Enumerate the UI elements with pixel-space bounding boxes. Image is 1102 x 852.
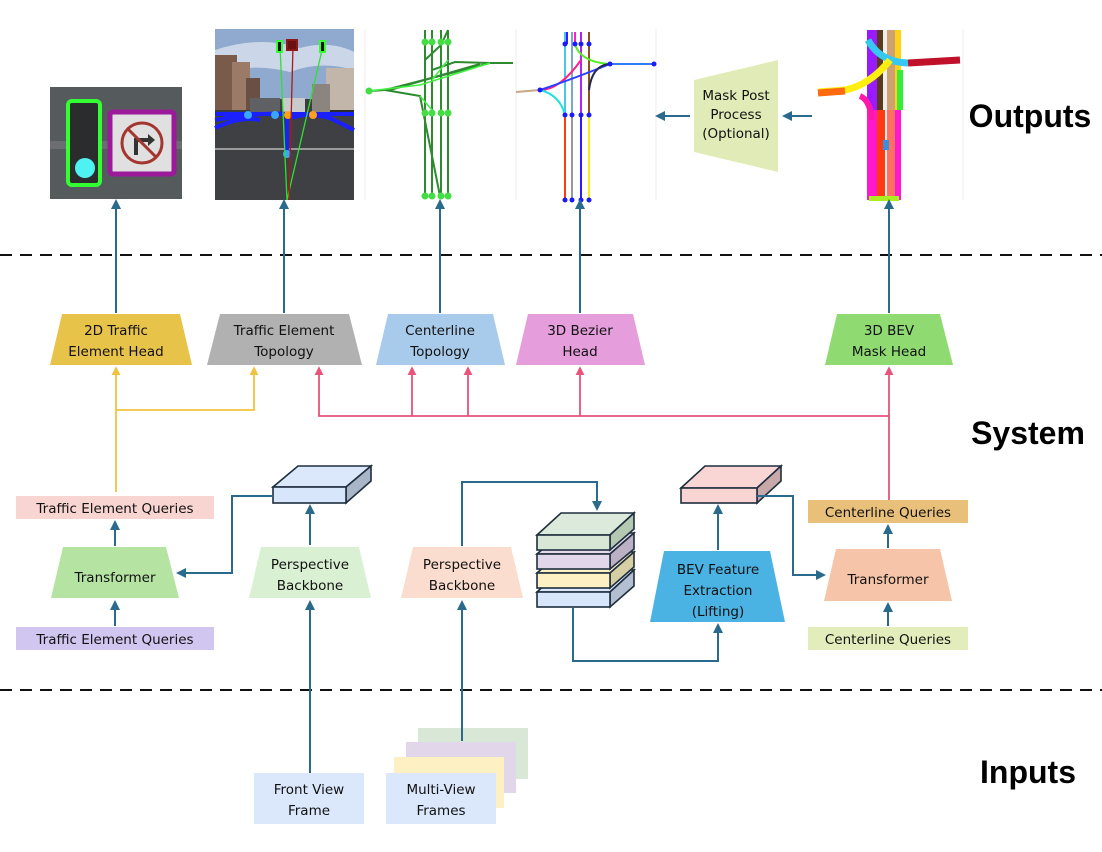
head-label-line-1: Centerline xyxy=(405,323,475,339)
head-label-line-1: Traffic Element xyxy=(233,323,335,339)
bev-extraction-label-line-3: (Lifting) xyxy=(692,604,745,620)
centerline-queries-to-traffic-topology-route xyxy=(314,366,890,500)
centerline-transformer-label: Transformer xyxy=(846,572,928,588)
centerline-queries-input: Centerline Queries xyxy=(808,627,968,650)
arrow-backbone-to-multiview-features xyxy=(461,481,602,546)
multi-view-label-line-2: Frames xyxy=(416,803,465,819)
bev-feature-map-block xyxy=(678,464,784,505)
front-feature-map-block xyxy=(270,464,374,505)
traffic-queries-output-label: Traffic Element Queries xyxy=(35,501,193,517)
mask-post-process-block: Mask Post Process (Optional) xyxy=(694,60,778,172)
backbone-label-line-2: Backbone xyxy=(429,578,495,594)
traffic-transformer-label: Transformer xyxy=(73,570,155,586)
bev-extraction-label-line-2: Extraction xyxy=(684,583,753,599)
mask-post-process-line-3: (Optional) xyxy=(702,126,770,142)
arrow-bev-features-to-centerline-transformer xyxy=(757,495,826,580)
mask-post-process-line-2: Process xyxy=(710,107,761,123)
traffic-element-2d-head: 2D Traffic Element Head xyxy=(50,314,192,365)
front-view-topology-image xyxy=(214,29,355,201)
head-label-line-2: Head xyxy=(562,344,597,360)
front-view-label-line-1: Front View xyxy=(274,782,344,798)
head-label-line-2: Topology xyxy=(409,344,470,360)
backbone-label-line-1: Perspective xyxy=(271,557,349,573)
multi-view-frames-input: Multi-View Frames xyxy=(386,728,528,824)
section-title-outputs: Outputs xyxy=(969,98,1092,134)
bev-extraction-label-line-1: BEV Feature xyxy=(677,562,759,578)
front-view-frame-input: Front View Frame xyxy=(254,773,364,824)
section-title-inputs: Inputs xyxy=(980,754,1076,790)
traffic-queries-to-topology-route xyxy=(115,366,259,492)
traffic-transformer: Transformer xyxy=(51,547,179,598)
traffic-element-topology-head: Traffic Element Topology xyxy=(207,314,362,365)
multiview-feature-stack xyxy=(534,511,637,609)
centerline-queries-output: Centerline Queries xyxy=(808,500,968,523)
backbone-label-line-1: Perspective xyxy=(423,557,501,573)
traffic-element-queries-input: Traffic Element Queries xyxy=(16,627,214,650)
head-label-line-2: Element Head xyxy=(68,344,163,360)
centerline-topology-head: Centerline Topology xyxy=(376,314,505,365)
arrow-front-features-to-transformer xyxy=(176,495,273,578)
traffic-element-queries-output: Traffic Element Queries xyxy=(16,496,214,519)
front-view-label-line-2: Frame xyxy=(288,803,330,819)
head-label-line-1: 3D Bezier xyxy=(547,323,613,339)
bezier-lanes-image xyxy=(515,29,657,203)
bev-mask-image xyxy=(817,29,964,201)
centerline-queries-output-label: Centerline Queries xyxy=(825,505,951,521)
bev-mask-3d-head: 3D BEV Mask Head xyxy=(825,314,953,365)
feature-layer-green xyxy=(534,511,637,552)
backbone-label-line-2: Backbone xyxy=(277,578,343,594)
mask-post-process-line-1: Mask Post xyxy=(702,88,769,104)
perspective-backbone-multi: Perspective Backbone xyxy=(401,547,523,598)
head-label-line-1: 2D Traffic xyxy=(84,323,148,339)
section-title-system: System xyxy=(971,415,1085,451)
traffic-light-sign-detection-image xyxy=(50,87,182,199)
head-label-line-1: 3D BEV xyxy=(864,323,915,339)
head-label-line-2: Mask Head xyxy=(852,344,926,360)
multi-view-label-line-1: Multi-View xyxy=(406,782,475,798)
traffic-queries-input-label: Traffic Element Queries xyxy=(35,632,193,648)
bezier-3d-head: 3D Bezier Head xyxy=(516,314,645,365)
centerline-queries-input-label: Centerline Queries xyxy=(825,632,951,648)
bev-feature-extraction: BEV Feature Extraction (Lifting) xyxy=(650,551,785,622)
head-label-line-2: Topology xyxy=(253,344,314,360)
perspective-backbone-front: Perspective Backbone xyxy=(249,547,371,598)
centerline-topology-graph-image xyxy=(364,29,515,200)
centerline-transformer: Transformer xyxy=(824,549,952,601)
arrow-features-to-bev-extraction xyxy=(572,608,723,662)
